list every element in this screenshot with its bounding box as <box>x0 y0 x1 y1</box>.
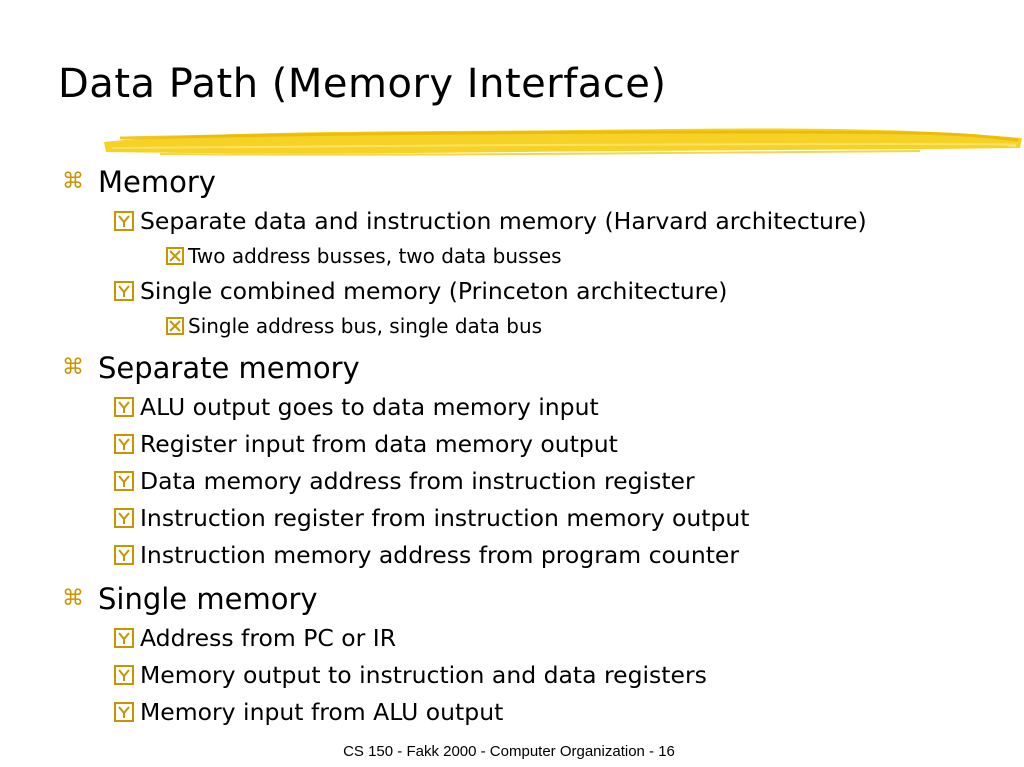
highlighter-stroke-decoration <box>104 128 1022 156</box>
bullet-level2: Memory output to instruction and data re… <box>62 656 1012 693</box>
y-box-bullet-icon <box>114 470 134 491</box>
bullet-level3: Single address bus, single data bus <box>62 309 1012 342</box>
bullet-level2: Instruction memory address from program … <box>62 536 1012 573</box>
slide-title: Data Path (Memory Interface) <box>58 61 667 107</box>
slide-footer: CS 150 - Fakk 2000 - Computer Organizati… <box>0 743 1024 760</box>
y-box-bullet-icon <box>114 627 134 648</box>
bullet-level2: Register input from data memory output <box>62 425 1012 462</box>
y-box-bullet-icon <box>114 280 134 301</box>
bullet-level2: Memory input from ALU output <box>62 693 1012 730</box>
command-bullet-icon: ⌘ <box>62 586 84 611</box>
footer-text: CS 150 - Fakk 2000 - Computer Organizati… <box>343 743 675 760</box>
slide-body: ⌘ Memory Separate data and instruction m… <box>62 162 1012 730</box>
y-box-bullet-icon <box>114 210 134 231</box>
bullet-level2: ALU output goes to data memory input <box>62 388 1012 425</box>
y-box-bullet-icon <box>114 701 134 722</box>
bullet-level1: ⌘ Separate memory <box>62 351 360 385</box>
command-bullet-icon: ⌘ <box>62 169 84 194</box>
y-box-bullet-icon <box>114 396 134 417</box>
bullet-level1: ⌘ Single memory <box>62 582 318 616</box>
bullet-level2: Data memory address from instruction reg… <box>62 462 1012 499</box>
bullet-level2: Single combined memory (Princeton archit… <box>62 272 1012 309</box>
command-bullet-icon: ⌘ <box>62 355 84 380</box>
y-box-bullet-icon <box>114 664 134 685</box>
y-box-bullet-icon <box>114 544 134 565</box>
bullet-level2: Instruction register from instruction me… <box>62 499 1012 536</box>
bullet-level3: Two address busses, two data busses <box>62 239 1012 272</box>
bullet-level2: Address from PC or IR <box>62 619 1012 656</box>
y-box-bullet-icon <box>114 433 134 454</box>
bullet-level1: ⌘ Memory <box>62 165 216 199</box>
bullet-level2: Separate data and instruction memory (Ha… <box>62 202 1012 239</box>
y-box-bullet-icon <box>114 507 134 528</box>
x-box-bullet-icon <box>166 316 184 335</box>
x-box-bullet-icon <box>166 246 184 265</box>
